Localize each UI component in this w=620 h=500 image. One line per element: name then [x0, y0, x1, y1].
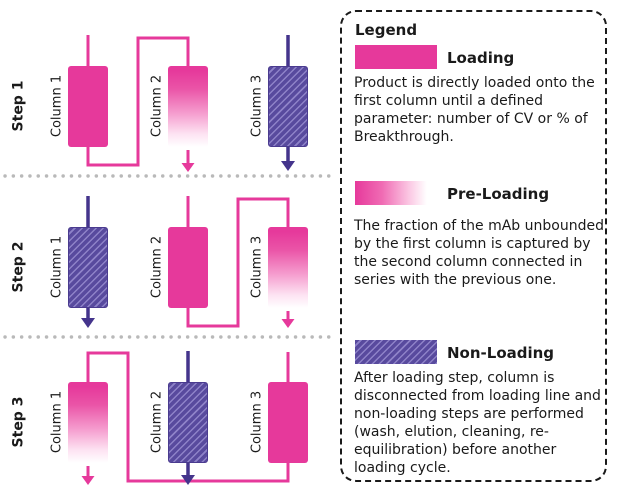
step2-column3-outlet-arrow [281, 319, 295, 328]
step3-column2-rect-nonloading [168, 382, 208, 463]
legend-title: Legend [355, 21, 418, 39]
step3-column1-label: Column 1 [49, 390, 65, 454]
step3-column2-label: Column 2 [149, 390, 165, 454]
step1-label: Step 1 [10, 80, 27, 132]
legend-panel: Legend Loading Product is directly loade… [340, 10, 607, 482]
step1-loading-lines [86, 35, 190, 167]
nonloading-description: After loading step, column is disconnect… [354, 370, 601, 476]
step2-column1-label: Column 1 [49, 235, 65, 299]
nonloading-label: Non-Loading [447, 344, 555, 362]
step2-column2-rect-loading [168, 227, 208, 308]
step1-column1-label: Column 1 [49, 74, 65, 138]
step2-loading-lines [186, 196, 290, 328]
step2-column3-rect-preloading [268, 227, 308, 308]
step1-column2-outlet-arrow [181, 163, 195, 172]
step1-series-connector [86, 36, 190, 167]
step2-column1-rect-nonloading [68, 227, 108, 308]
nonloading-swatch [355, 340, 437, 364]
step3-column1-rect-preloading [68, 382, 108, 463]
preloading-swatch [355, 181, 433, 205]
preloading-description: The fraction of the mAb unbounded by the… [354, 218, 604, 288]
step2-series-connector [186, 197, 290, 328]
loading-swatch [355, 45, 437, 69]
step3-label: Step 3 [10, 396, 27, 448]
step2-column1-outlet-arrow [81, 318, 95, 328]
step3-column1-outlet-arrow [81, 476, 95, 485]
step2-column2-label: Column 2 [149, 235, 165, 299]
step2-column3-label: Column 3 [249, 235, 265, 299]
loading-label: Loading [447, 49, 515, 67]
step1-column3-outlet-arrow [281, 161, 295, 171]
step3-series-connector [86, 351, 290, 483]
step1-column2-rect-preloading [168, 66, 208, 147]
step2-label: Step 2 [10, 241, 27, 293]
preloading-label: Pre-Loading [447, 185, 550, 203]
step1-column3-rect-nonloading [268, 66, 308, 147]
step3-column3-rect-loading [268, 382, 308, 463]
step3-column3-label: Column 3 [249, 390, 265, 454]
step1-column3-label: Column 3 [249, 74, 265, 138]
step3-loading-lines [86, 351, 290, 483]
step3-column2-outlet-arrow [181, 475, 195, 485]
step1-column2-label: Column 2 [149, 74, 165, 138]
loading-description: Product is directly loaded onto the firs… [354, 75, 595, 145]
step1-column1-rect-loading [68, 66, 108, 147]
